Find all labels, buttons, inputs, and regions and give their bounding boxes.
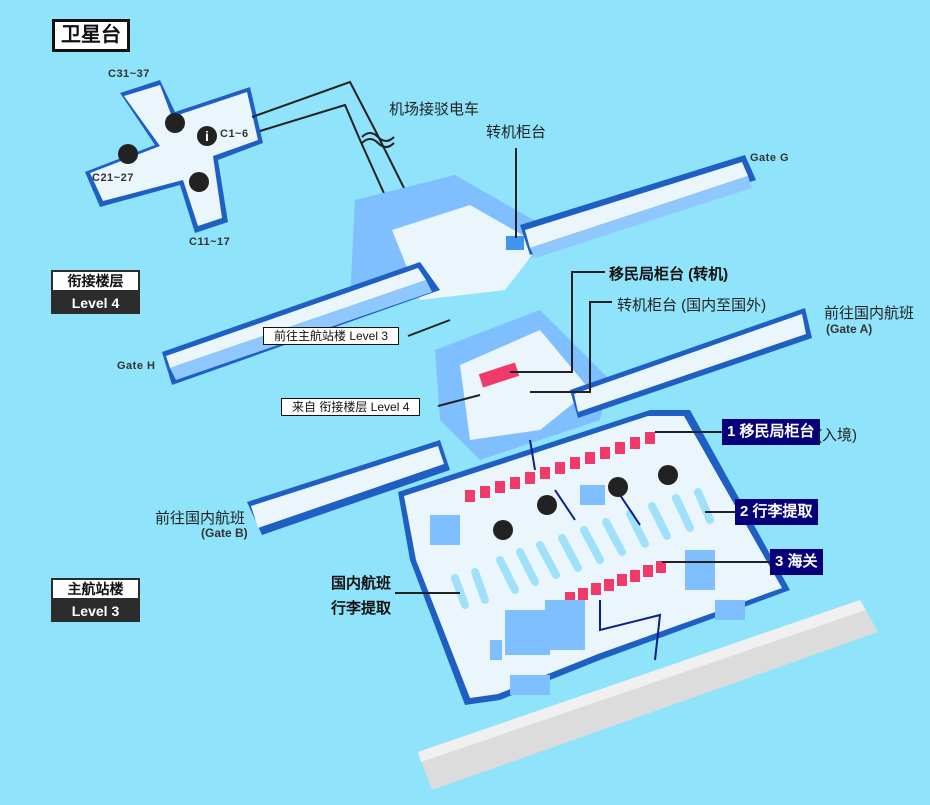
gate-c1-6: C1~6 (220, 128, 249, 140)
gate-c31-37: C31~37 (108, 68, 150, 80)
svg-text:i: i (205, 128, 209, 144)
step3-text: 海关 (787, 553, 818, 570)
gate-h-label: Gate H (117, 360, 156, 372)
level3-badge: 主航站楼 Level 3 (51, 578, 140, 622)
gate-c11-17: C11~17 (189, 236, 231, 248)
main-terminal (247, 308, 812, 705)
airport-train-label: 机场接驳电车 (389, 101, 480, 118)
road (418, 600, 878, 790)
leader-lines (395, 148, 770, 594)
gate-c21-27: C21~27 (92, 172, 134, 184)
to-domestic-a-label: 前往国内航班 (824, 305, 915, 322)
level4-label: Level 4 (51, 292, 140, 314)
step3-tag: 3 海关 (770, 549, 823, 575)
gate-b-label: (Gate B) (201, 526, 248, 540)
to-main-l3-note: 前往主航站楼 Level 3 (263, 327, 400, 345)
domestic-baggage-line1: 国内航班 (331, 575, 392, 592)
step1-num: 1 (727, 423, 736, 440)
airport-train-lines (251, 80, 431, 241)
step3-num: 3 (775, 553, 784, 570)
step2-num: 2 (740, 503, 749, 520)
gate-a-label: (Gate A) (826, 322, 873, 336)
domestic-baggage-line2: 行李提取 (331, 600, 392, 617)
immigration-transfer-label: 移民局柜台 (转机) (609, 266, 729, 283)
step2-tag: 2 行李提取 (735, 499, 818, 525)
from-l4-note: 来自 衔接楼层 Level 4 (281, 398, 421, 416)
level4-name: 衔接楼层 (51, 270, 140, 292)
map-title: 卫星台 (52, 19, 130, 52)
level3-label: Level 3 (51, 600, 140, 622)
level3-name: 主航站楼 (51, 578, 140, 600)
transfer-domestic-intl-label: 转机柜台 (国内至国外) (617, 297, 767, 314)
gate-g-label: Gate G (750, 152, 790, 164)
step1-tag: 1 移民局柜台 (722, 419, 820, 445)
satellite-terminal (85, 80, 263, 233)
step1-text: 移民局柜台 (739, 423, 815, 440)
service-icons: i (118, 113, 678, 540)
transfer-counter-label: 转机柜台 (486, 124, 547, 141)
to-domestic-b-label: 前往国内航班 (155, 510, 246, 527)
level4-badge: 衔接楼层 Level 4 (51, 270, 140, 314)
step2-text: 行李提取 (752, 503, 813, 520)
step1-suffix: (入境) (817, 427, 857, 444)
